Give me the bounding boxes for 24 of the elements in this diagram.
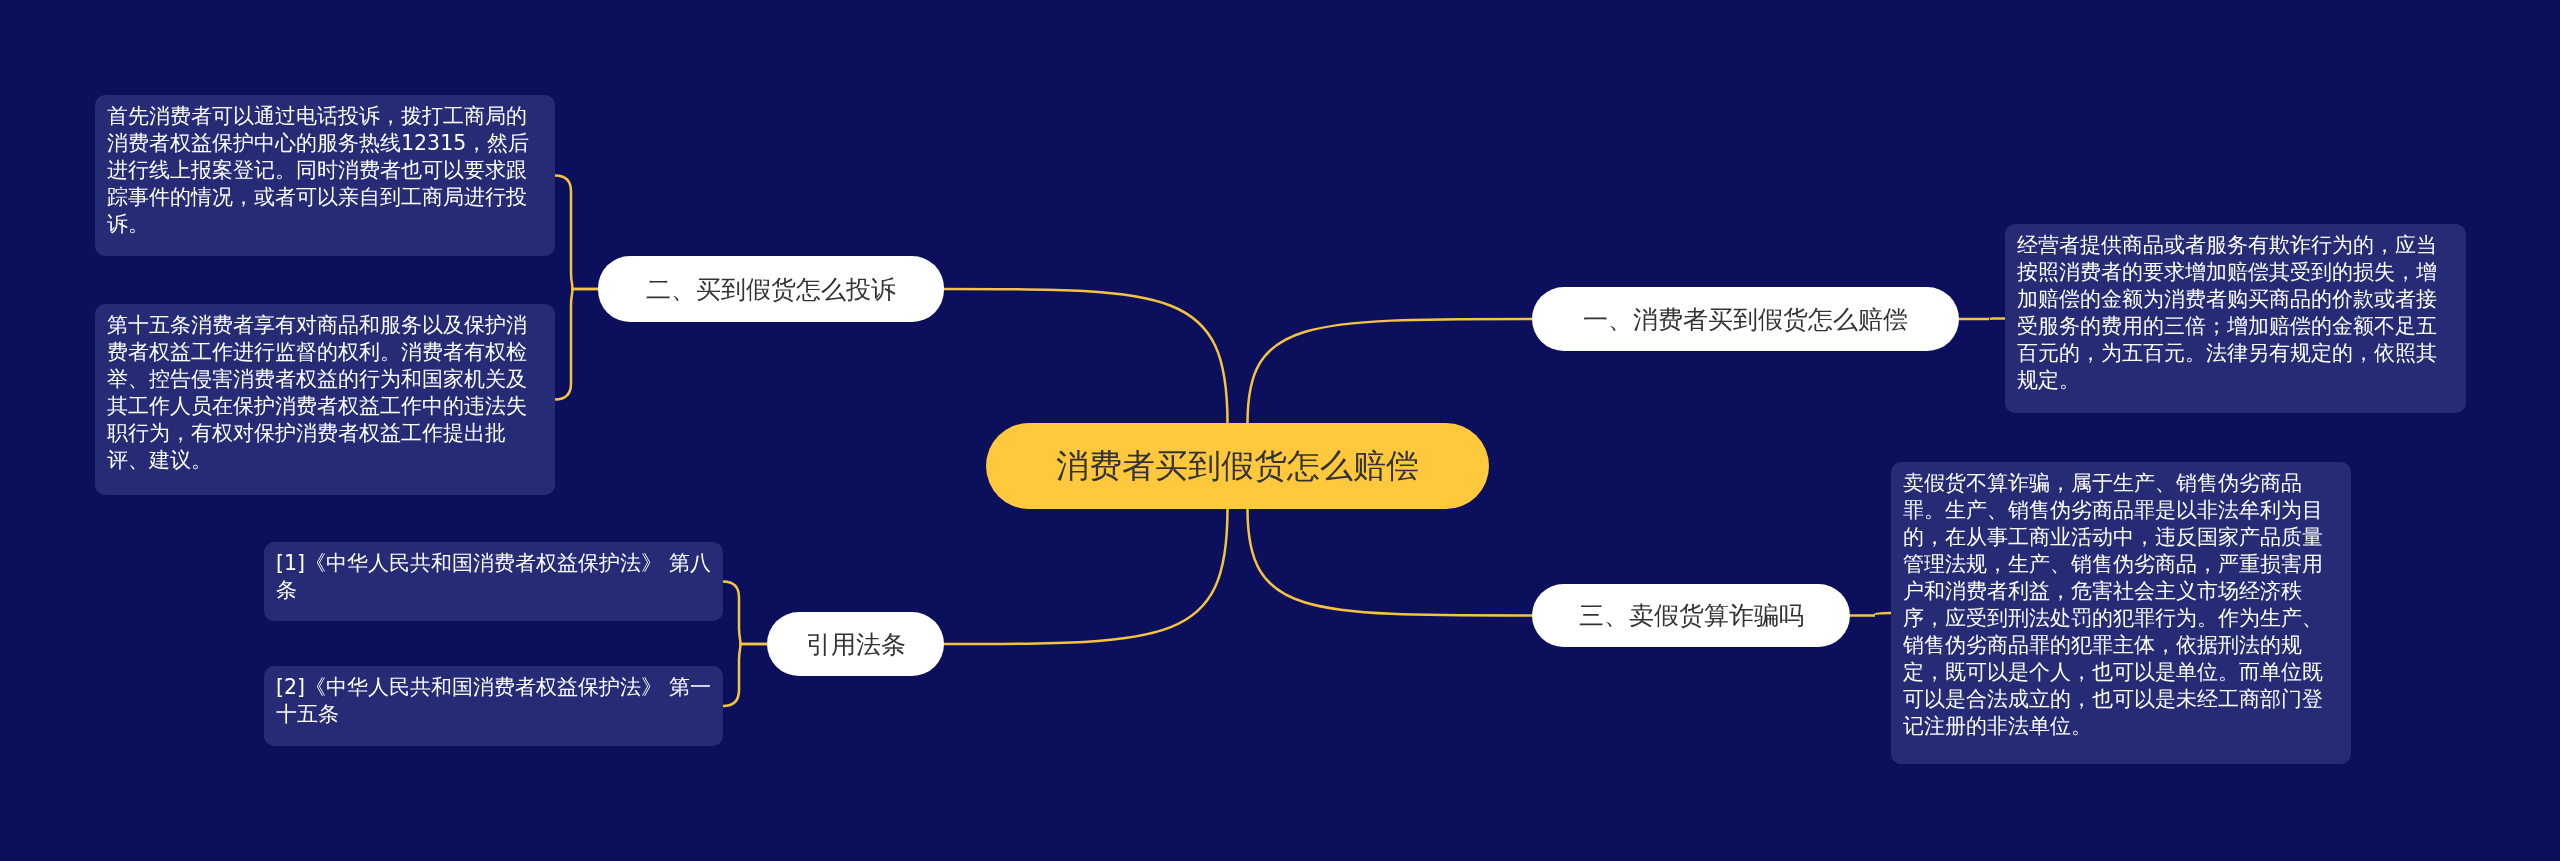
text-card [95,304,555,495]
text-card [1891,462,2351,764]
paragraph-text: [2]《中华人民共和国消费者权益保护法》 第一十五条 [276,674,711,728]
connector-line [1246,508,1532,617]
topic-label: 二、买到假货怎么投诉 [646,273,896,306]
text-card [264,666,723,746]
text-card [95,95,555,256]
connector-line [944,508,1229,646]
paragraph-text: 首先消费者可以通过电话投诉，拨打工商局的消费者权益保护中心的服务热线12315，然后进行线上报案登记。同时消费者也可以要求跟踪事件的情况，或者可以亲自到工商局进行投诉。 [107,103,531,238]
paragraph-text: 经营者提供商品或者服务有欺诈行为的，应当按照消费者的要求增加赔偿其受到的损失，增加赔偿的金额为消费者购买商品的价款或者接受服务的费用的三倍；增加赔偿的金额不足五百元的，为五百元。法律另有规定的，依照其规定。 [2017,232,2438,394]
connector-line [1850,611,1891,617]
text-card [264,542,723,621]
text-card [2005,224,2466,413]
topic-label: 消费者买到假货怎么赔偿 [1056,444,1419,487]
topic-label: 三、卖假货算诈骗吗 [1578,600,1804,632]
topic-label: 引用法条 [805,628,906,661]
connector-line [944,287,1229,424]
connector-line [722,642,767,708]
connector-line [1959,317,2005,321]
paragraph-text: 第十五条消费者享有对商品和服务以及保护消费者权益工作进行监督的权利。消费者有权检举、控告侵害消费者权益的行为和国家机关及其工作人员在保护消费者权益工作中的违法失职行为，有权对保护消费者权益工作提出批评、建议。 [107,312,528,474]
paragraph-text: 卖假货不算诈骗，属于生产、销售伪劣商品罪。生产、销售伪劣商品罪是以非法牟利为目的，在从事工商业活动中，违反国家产品质量管理法规，生产、销售伪劣商品，严重损害用户和消费者利益，危害社会主义市场经济秩序，应受到刑法处罚的犯罪行为。作为生产、销售伪劣商品罪的犯罪主体，依据刑法的规定，既可以是个人，也可以是单位。而单位既可以是合法成立的，也可以是未经工商部门登记注册的非法单位。 [1903,470,2324,740]
topic-label: 一、消费者买到假货怎么赔偿 [1583,303,1908,336]
connector-line [1246,317,1532,424]
paragraph-text: [1]《中华人民共和国消费者权益保护法》 第八条 [276,550,711,604]
